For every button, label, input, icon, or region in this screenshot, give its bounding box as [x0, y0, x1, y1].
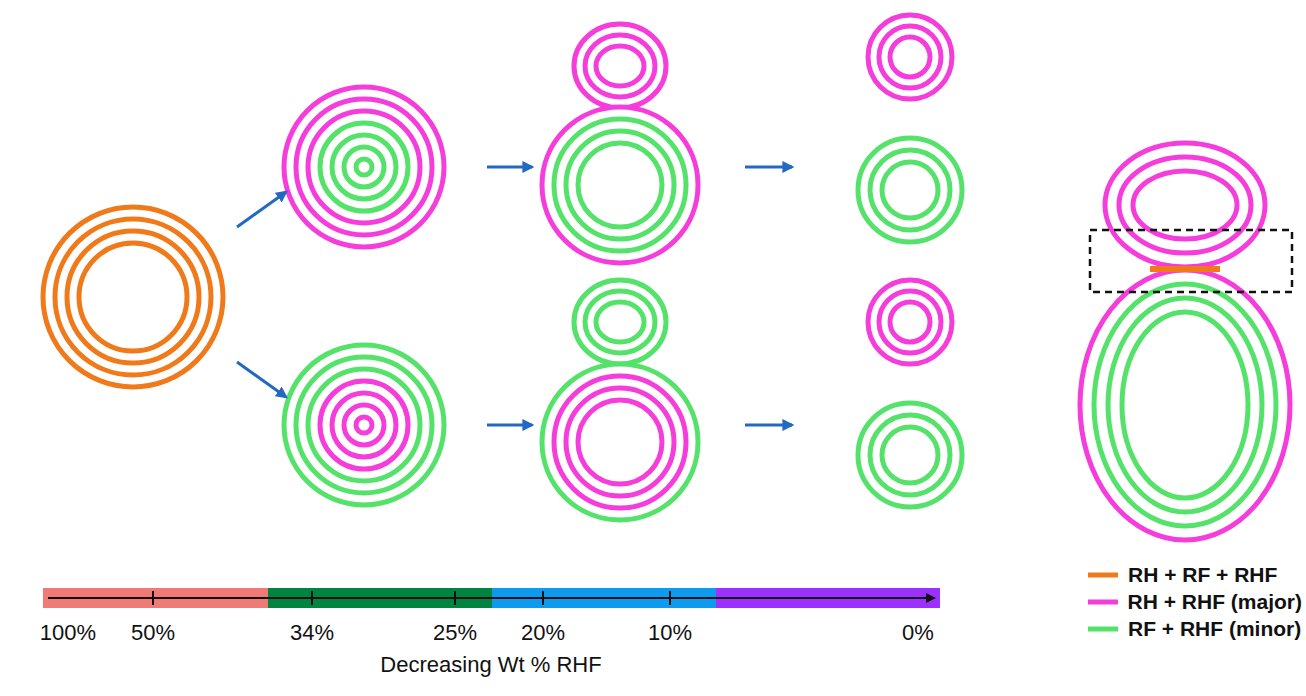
axis-line — [48, 597, 934, 599]
legend-swatch — [1088, 600, 1118, 605]
phase-ring — [344, 405, 384, 445]
phase-ring — [320, 123, 408, 211]
phase-ring — [585, 291, 655, 353]
core-shell-rings — [284, 345, 444, 505]
phase-ring — [858, 138, 962, 242]
legend-swatch — [1088, 627, 1118, 632]
tick-label: 50% — [131, 620, 175, 646]
blend-rings — [43, 207, 223, 387]
flow-arrow — [487, 424, 532, 427]
phase-ring — [890, 302, 930, 342]
phase-ring — [332, 135, 396, 199]
phase-ring — [566, 131, 674, 239]
legend-label: RH + RF + RHF — [1128, 562, 1277, 587]
tick-label: 34% — [290, 620, 334, 646]
phase-ring — [596, 46, 644, 86]
phase-ring — [1080, 270, 1290, 540]
zoom-box — [1090, 230, 1292, 292]
phase-ring — [43, 207, 223, 387]
phase-ring — [79, 243, 187, 351]
phase-ring — [574, 24, 666, 108]
phase-ring — [1122, 312, 1248, 498]
separate-rings — [858, 138, 962, 242]
phase-ring — [868, 15, 952, 99]
junction-line — [1150, 266, 1220, 272]
phase-ring — [284, 345, 444, 505]
flow-arrow — [487, 166, 532, 169]
phase-ring — [554, 119, 686, 251]
axis-title: Decreasing Wt % RHF — [380, 652, 601, 678]
phase-ring — [320, 381, 408, 469]
phase-ring — [1119, 157, 1251, 253]
budding-rings — [542, 364, 698, 520]
separate-rings — [868, 15, 952, 99]
legend-label: RH + RHF (major) — [1128, 589, 1302, 614]
zoom-rings — [1080, 270, 1290, 540]
tick-label: 0% — [902, 620, 934, 646]
separate-rings — [868, 280, 952, 364]
phase-ring — [284, 87, 444, 247]
zoom-rings — [1105, 143, 1265, 267]
phase-ring — [542, 107, 698, 263]
phase-ring — [356, 417, 372, 433]
phase-ring — [554, 376, 686, 508]
budding-rings — [574, 24, 666, 108]
budding-rings — [574, 280, 666, 364]
axis-ticks — [153, 591, 670, 605]
phase-ring — [858, 403, 962, 507]
phase-ring — [55, 219, 211, 375]
tick-label: 25% — [433, 620, 477, 646]
legend-label: RF + RHF (minor) — [1128, 616, 1301, 641]
phase-ring — [868, 280, 952, 364]
phase-ring — [566, 388, 674, 496]
phase-ring — [578, 400, 662, 484]
phase-ring — [296, 99, 432, 235]
phase-ring — [890, 37, 930, 77]
flow-arrow — [745, 424, 792, 427]
phase-ring — [356, 159, 372, 175]
tick-label: 20% — [521, 620, 565, 646]
phase-ring — [596, 302, 644, 342]
legend-swatch — [1088, 573, 1118, 578]
separate-rings — [858, 403, 962, 507]
phase-ring — [882, 427, 938, 483]
phase-ring — [542, 364, 698, 520]
phase-ring — [870, 150, 950, 230]
phase-ring — [882, 162, 938, 218]
flow-arrows — [237, 167, 792, 425]
phase-ring — [574, 280, 666, 364]
phase-ring — [879, 26, 941, 88]
phase-ring — [1105, 143, 1265, 267]
phase-ring — [1133, 171, 1237, 239]
flow-arrow — [745, 166, 792, 169]
phase-ring — [578, 143, 662, 227]
phase-ring — [296, 357, 432, 493]
phase-ring — [332, 393, 396, 457]
phase-ring — [344, 147, 384, 187]
tick-label: 100% — [40, 620, 96, 646]
composition-bar — [43, 588, 940, 608]
phase-ring — [1108, 298, 1262, 512]
phase-ring — [308, 369, 420, 481]
phase-ring — [879, 291, 941, 353]
tick-label: 10% — [648, 620, 692, 646]
core-shell-rings — [284, 87, 444, 247]
phase-ring — [585, 35, 655, 97]
budding-rings — [542, 107, 698, 263]
phase-ring — [870, 415, 950, 495]
flow-arrow — [237, 362, 286, 397]
phase-ring — [1094, 284, 1276, 526]
flow-arrow — [237, 192, 286, 227]
phase-ring — [67, 231, 199, 363]
phase-ring — [308, 111, 420, 223]
